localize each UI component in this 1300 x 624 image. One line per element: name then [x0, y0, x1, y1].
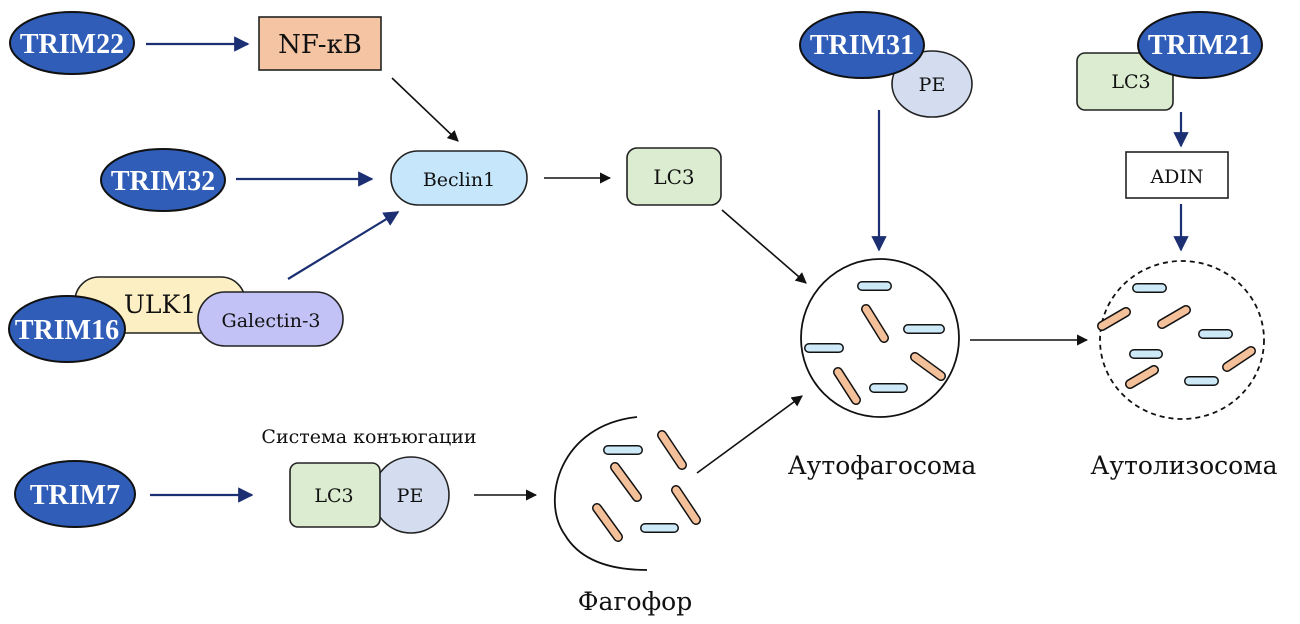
cargo-rod-orange	[1126, 366, 1158, 388]
arrow-lc3-autophagosome	[721, 209, 807, 284]
arrow-trim16-beclin1	[287, 211, 400, 280]
nfkb-label: NF-κB	[278, 30, 362, 60]
cargo-rod-orange	[593, 504, 622, 541]
cargo-rod-orange	[611, 463, 641, 501]
conjugation-system-label: Система конъюгации	[261, 426, 476, 448]
trim22-node: TRIM22	[9, 11, 135, 75]
autolysosome-label: Аутолизосома	[1090, 451, 1277, 480]
trim21-complex: LC3 TRIM21	[1076, 11, 1263, 111]
trim7-node: TRIM7	[14, 460, 136, 528]
lc3-conj-label: LC3	[314, 485, 353, 507]
trim32-label: TRIM32	[111, 166, 215, 197]
cargo-rod-orange	[834, 368, 860, 404]
trim16-complex: ULK1 Galectin-3 TRIM16	[8, 276, 344, 363]
cargo-rod-orange	[672, 486, 700, 524]
lc3-pe-conjugate: LC3 PE	[289, 456, 450, 534]
cargo-rod-orange	[1223, 347, 1255, 371]
lc3-trim21-label: LC3	[1111, 71, 1150, 93]
cargo-rod-orange	[862, 305, 888, 342]
galectin3-box	[197, 291, 344, 347]
phagophore-membrane	[553, 416, 648, 571]
arrow-phagophore-autophagosome	[696, 395, 803, 474]
adin-label: ADIN	[1149, 166, 1203, 188]
trim31-complex: PE TRIM31	[799, 11, 973, 118]
adin-box	[1125, 151, 1229, 199]
trim21-label: TRIM21	[1148, 30, 1252, 61]
autolysosome-membrane	[1099, 260, 1265, 420]
cargo-rod-orange	[1098, 308, 1130, 330]
autophagosome	[800, 258, 960, 418]
trim32-ellipse	[100, 148, 226, 212]
pe-trim31-circle	[891, 50, 973, 118]
trim21-ellipse	[1137, 11, 1263, 79]
lc3-node: LC3	[626, 147, 722, 206]
trim32-node: TRIM32	[100, 148, 226, 212]
autophagosome-label: Аутофагосома	[788, 451, 977, 480]
trim7-ellipse	[14, 460, 136, 528]
cargo-rod-orange	[911, 353, 945, 380]
beclin1-box	[390, 150, 528, 206]
phagophore	[553, 416, 701, 571]
adin-node: ADIN	[1125, 151, 1229, 199]
beclin1-node: Beclin1	[390, 150, 528, 206]
pe-trim31-label: PE	[919, 74, 946, 96]
cargo-rod-orange	[1158, 306, 1190, 328]
phagophore-cargo	[592, 430, 701, 542]
ulk1-label: ULK1	[124, 290, 196, 319]
autolysosome-cargo	[1097, 283, 1256, 389]
arrows	[146, 36, 1189, 503]
lc3-label: LC3	[653, 165, 694, 189]
autolysosome	[1097, 260, 1265, 420]
arrow-nfkb-beclin1	[391, 77, 459, 142]
trim31-label: TRIM31	[810, 30, 914, 61]
beclin1-label: Beclin1	[423, 169, 495, 191]
trim16-label: TRIM16	[15, 315, 119, 346]
trim31-ellipse	[799, 11, 925, 79]
lc3-trim21-box	[1076, 52, 1174, 111]
trim22-ellipse	[9, 11, 135, 75]
pe-conj-label: PE	[397, 485, 424, 507]
phagophore-label: Фагофор	[578, 587, 692, 616]
trim16-ellipse	[8, 295, 126, 363]
nfkb-node: NF-κB	[258, 16, 382, 71]
lc3-box	[626, 147, 722, 206]
trim7-label: TRIM7	[30, 480, 120, 511]
galectin3-label: Galectin-3	[222, 310, 321, 332]
lc3-conj-box	[289, 462, 381, 528]
trim22-label: TRIM22	[20, 29, 124, 60]
nfkb-box	[258, 16, 382, 71]
cargo-rod-orange	[658, 431, 686, 469]
autophagosome-cargo	[804, 281, 946, 405]
